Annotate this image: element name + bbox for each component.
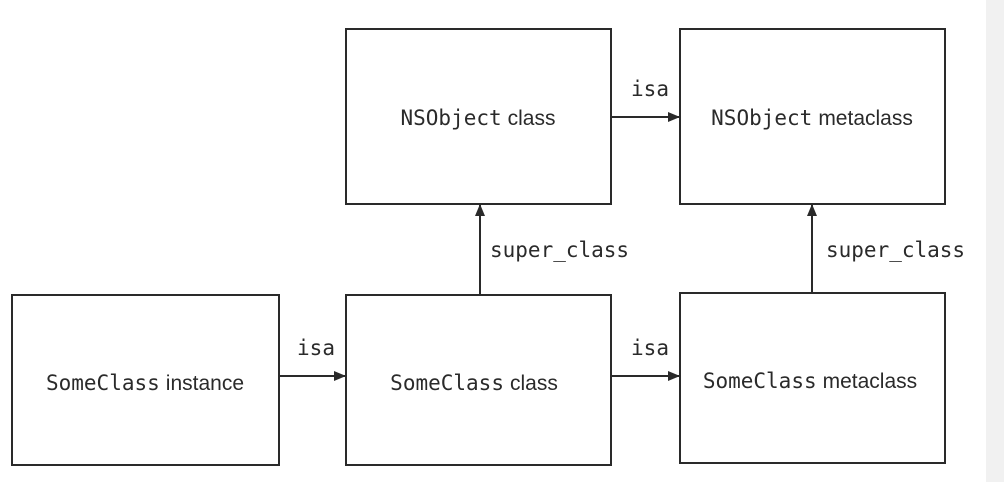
edge-class-isa-label: isa — [631, 336, 669, 360]
edge-metaclass-super-label: super_class — [826, 238, 965, 262]
edge-nsobject-isa-label: isa — [631, 77, 669, 101]
page-edge-strip — [986, 0, 1004, 482]
edge-instance-isa-label: isa — [297, 336, 335, 360]
edge-metaclass-super: super_class — [807, 204, 965, 293]
edge-class-isa: isa — [612, 336, 680, 381]
edge-class-super-label: super_class — [490, 238, 629, 262]
edge-nsobject-isa: isa — [612, 77, 680, 122]
edge-instance-isa: isa — [280, 336, 346, 381]
edge-class-super: super_class — [475, 204, 629, 295]
